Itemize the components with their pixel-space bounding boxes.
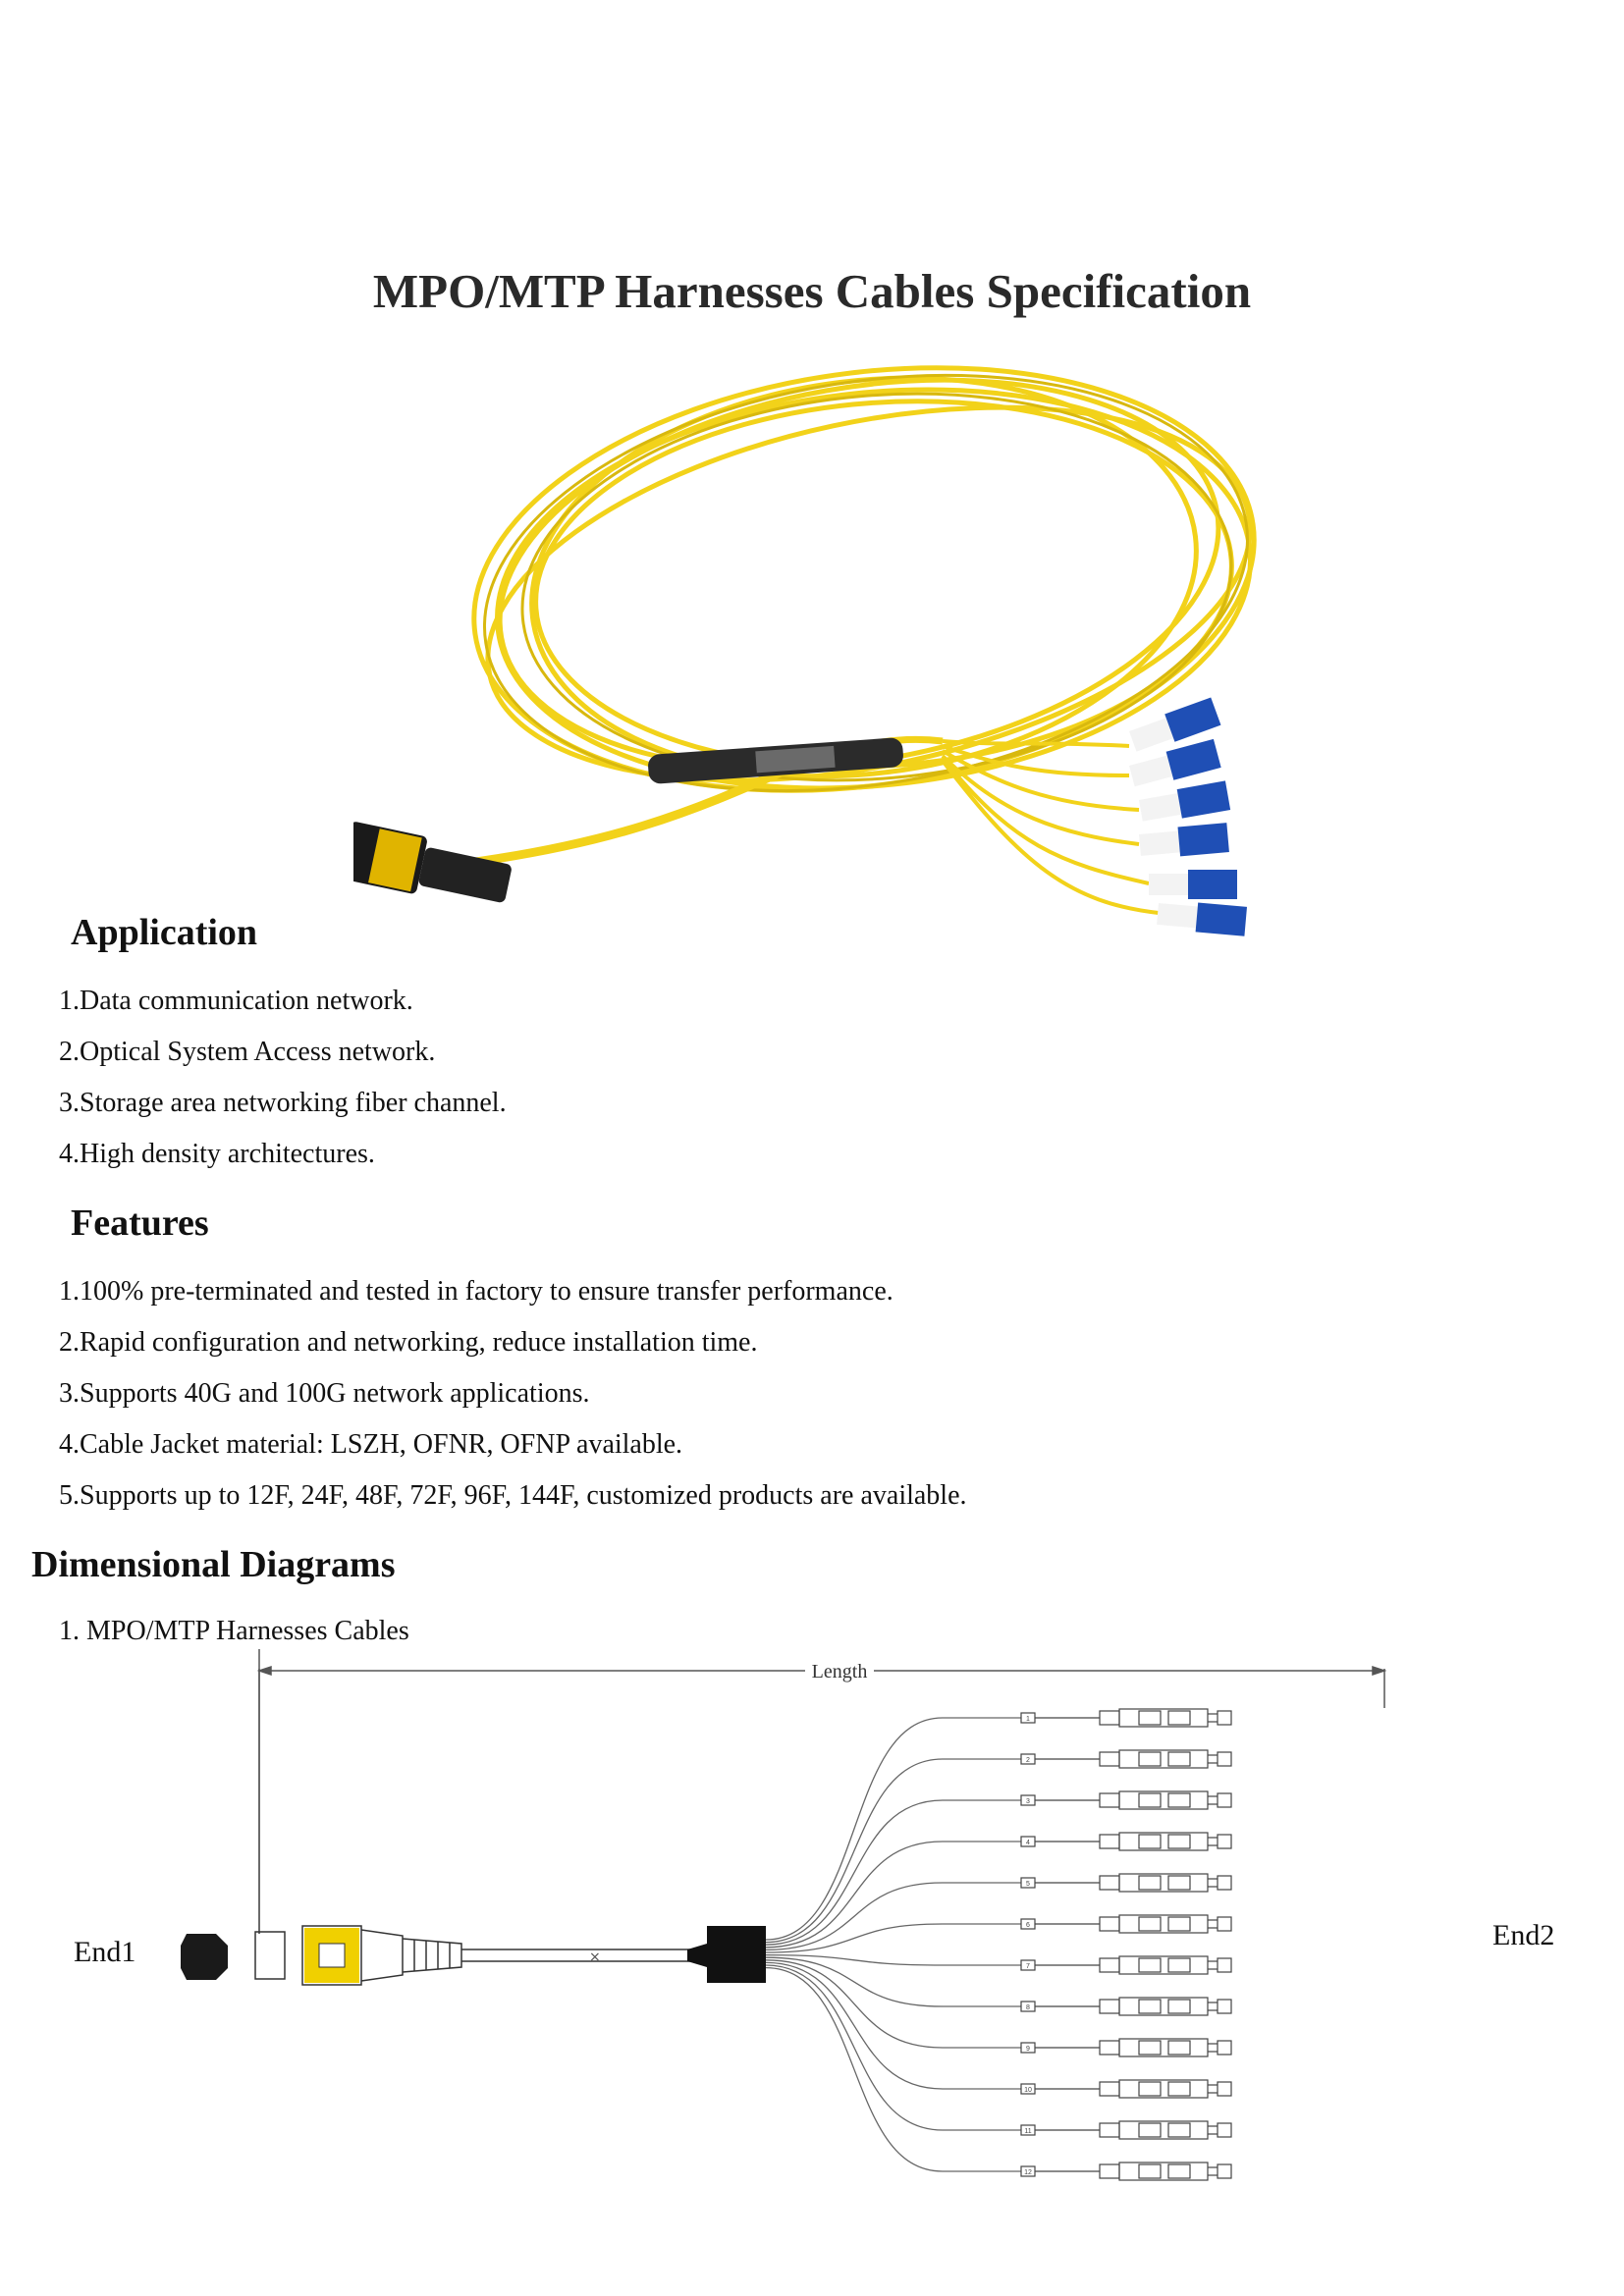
lc-connector <box>1020 2038 1232 2057</box>
lc-connector <box>1020 1997 1232 2016</box>
lc-connector <box>1020 1790 1232 1810</box>
features-item-5: 5.Supports up to 12F, 24F, 48F, 72F, 96F… <box>59 1480 967 1511</box>
application-item-4: 4.High density architectures. <box>59 1139 375 1169</box>
fiber-number: 10 <box>1024 2087 1032 2094</box>
lc-connector <box>1020 2079 1232 2099</box>
lc-connector <box>1020 1832 1232 1851</box>
features-item-3: 3.Supports 40G and 100G network applicat… <box>59 1378 590 1409</box>
application-item-2: 2.Optical System Access network. <box>59 1037 436 1067</box>
features-item-2: 2.Rapid configuration and networking, re… <box>59 1327 758 1358</box>
length-label: Length <box>812 1661 868 1682</box>
fiber-number: 5 <box>1026 1881 1030 1888</box>
page-title: MPO/MTP Harnesses Cables Specification <box>372 264 1252 318</box>
fiber-number: 9 <box>1026 2046 1030 2053</box>
fiber-number: 8 <box>1026 2004 1030 2011</box>
fiber-number: 6 <box>1026 1922 1030 1929</box>
fiber-line <box>765 1964 1021 2131</box>
fiber-line <box>765 1956 1021 2007</box>
lc-connector <box>1020 1955 1232 1975</box>
lc-connector <box>1020 1708 1232 1728</box>
fiber-line <box>765 1717 1021 1941</box>
lc-connector <box>1020 1749 1232 1769</box>
fiber-line <box>765 1966 1021 2172</box>
fiber-line <box>765 1959 1021 2049</box>
fiber-line <box>765 1882 1021 1951</box>
fiber-number: 7 <box>1026 1963 1030 1970</box>
fiber-number: 12 <box>1024 2169 1032 2176</box>
dimensional-heading: Dimensional Diagrams <box>31 1544 396 1585</box>
fiber-line <box>765 1961 1021 2090</box>
fiber-line <box>765 1923 1021 1953</box>
fiber-number: 11 <box>1024 2128 1031 2135</box>
fiber-number: 1 <box>1026 1716 1030 1723</box>
lc-connector <box>1020 2120 1232 2140</box>
fiber-number: 2 <box>1026 1757 1030 1764</box>
lc-connector <box>1020 1914 1232 1934</box>
product-photo <box>353 365 1257 936</box>
lc-connector <box>1020 2162 1232 2181</box>
end2-label: End2 <box>1492 1919 1555 1951</box>
fiber-number: 3 <box>1026 1798 1030 1805</box>
fiber-line <box>765 1799 1021 1946</box>
fiber-line <box>765 1953 1021 1966</box>
features-heading: Features <box>71 1202 209 1244</box>
application-heading: Application <box>71 912 258 953</box>
end1-label: End1 <box>74 1936 136 1968</box>
application-item-1: 1.Data communication network. <box>59 986 413 1016</box>
features-item-4: 4.Cable Jacket material: LSZH, OFNR, OFN… <box>59 1429 683 1460</box>
application-item-3: 3.Storage area networking fiber channel. <box>59 1088 507 1118</box>
features-item-1: 1.100% pre-terminated and tested in fact… <box>59 1276 893 1307</box>
fiber-line <box>765 1758 1021 1944</box>
lc-connector <box>1020 1873 1232 1893</box>
svg-text:⨯: ⨯ <box>589 1950 601 1965</box>
fiber-number: 4 <box>1026 1840 1030 1846</box>
fiber-line <box>765 1841 1021 1949</box>
dimensional-subheading: 1. MPO/MTP Harnesses Cables <box>59 1616 409 1646</box>
